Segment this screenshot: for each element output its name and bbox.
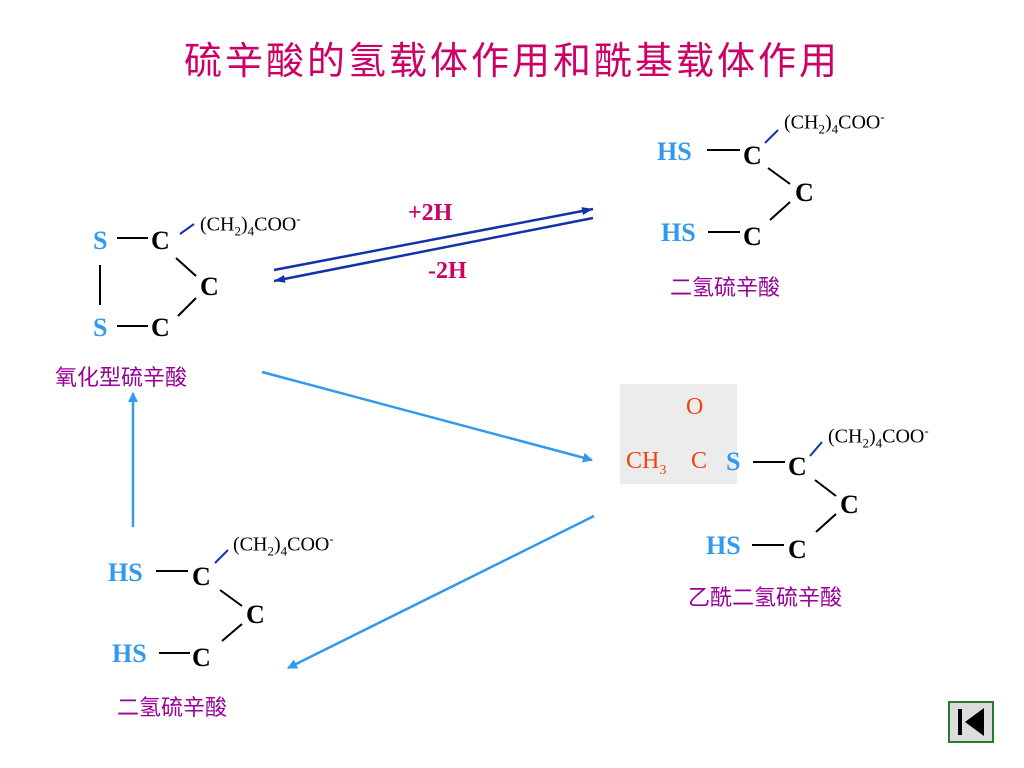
side-chain-label: (CH2)4COO- — [784, 109, 885, 137]
cycle-arrow-to-acetyl — [261, 370, 593, 463]
molecule-name: 二氢硫辛酸 — [670, 276, 781, 301]
thiol-group: HS — [657, 137, 692, 166]
back-to-start-button[interactable] — [948, 701, 994, 743]
carbon-atom: C — [795, 178, 814, 207]
carbon-atom: C — [788, 535, 807, 564]
carbon-atom: C — [192, 643, 211, 672]
page-title: 硫辛酸的氢载体作用和酰基载体作用 — [183, 39, 840, 83]
thiol-group: HS — [661, 218, 696, 247]
carbon-atom: C — [200, 272, 219, 301]
sulfur-atom: S — [93, 313, 108, 342]
dihydro-top-bonds — [707, 129, 791, 233]
carbon-atom: C — [840, 490, 859, 519]
molecule-name: 二氢硫辛酸 — [117, 696, 228, 721]
oxygen-atom: O — [686, 394, 704, 420]
carbon-atom: C — [246, 600, 265, 629]
thiol-group: HS — [108, 558, 143, 587]
dihydro-bottom-bonds — [156, 549, 243, 654]
reaction-label-forward: +2H — [408, 200, 453, 226]
carbon-atom: C — [151, 226, 170, 255]
oxidized-bonds — [99, 223, 197, 327]
sulfur-atom: S — [726, 447, 741, 476]
acetyl-dihydro-bonds — [752, 441, 837, 546]
thiol-group: HS — [706, 531, 741, 560]
thiol-group: HS — [112, 639, 147, 668]
side-chain-label: (CH2)4COO- — [233, 531, 334, 559]
carbon-atom: C — [151, 313, 170, 342]
molecule-name: 乙酰二氢硫辛酸 — [688, 586, 843, 611]
cycle-arrow-to-dihydro — [287, 514, 595, 670]
reaction-arrow-reverse — [273, 216, 594, 283]
carbon-atom: C — [743, 222, 762, 251]
reaction-arrow-forward — [273, 207, 594, 272]
reaction-label-reverse: -2H — [428, 258, 467, 284]
side-chain-label: (CH2)4COO- — [828, 423, 929, 451]
sulfur-atom: S — [93, 226, 108, 255]
methyl-group: CH3 — [626, 448, 667, 478]
molecule-name: 氧化型硫辛酸 — [55, 366, 188, 391]
carbonyl-carbon: C — [691, 448, 708, 474]
side-chain-label: (CH2)4COO- — [200, 211, 301, 239]
carbon-atom: C — [192, 562, 211, 591]
back-to-start-icon — [958, 708, 984, 736]
carbon-atom: C — [743, 141, 762, 170]
acetyl-group-highlight — [620, 384, 737, 484]
carbon-atom: C — [788, 452, 807, 481]
